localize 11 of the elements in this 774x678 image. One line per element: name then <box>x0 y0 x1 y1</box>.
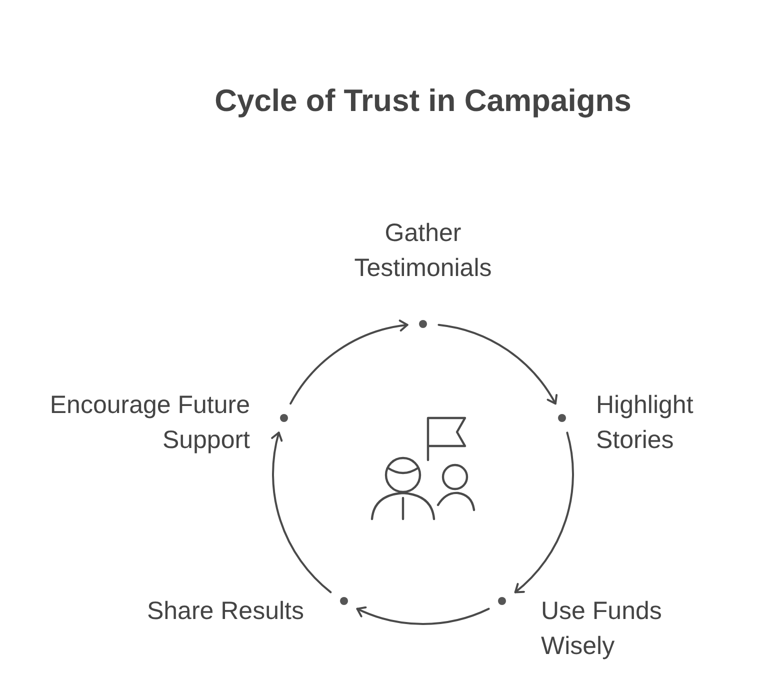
arrow <box>356 606 490 625</box>
arrow <box>290 320 408 405</box>
step-label: Gather Testimonials <box>353 218 493 284</box>
arrow <box>438 324 558 405</box>
step-label: Use Funds Wisely <box>541 596 663 662</box>
arrow <box>271 432 332 594</box>
step-label: Encourage Future Support <box>48 390 250 456</box>
step-label: Share Results <box>146 596 304 627</box>
title: Cycle of Trust in Campaigns <box>214 82 632 120</box>
step-label: Highlight Stories <box>596 390 694 456</box>
arrow <box>514 432 574 594</box>
